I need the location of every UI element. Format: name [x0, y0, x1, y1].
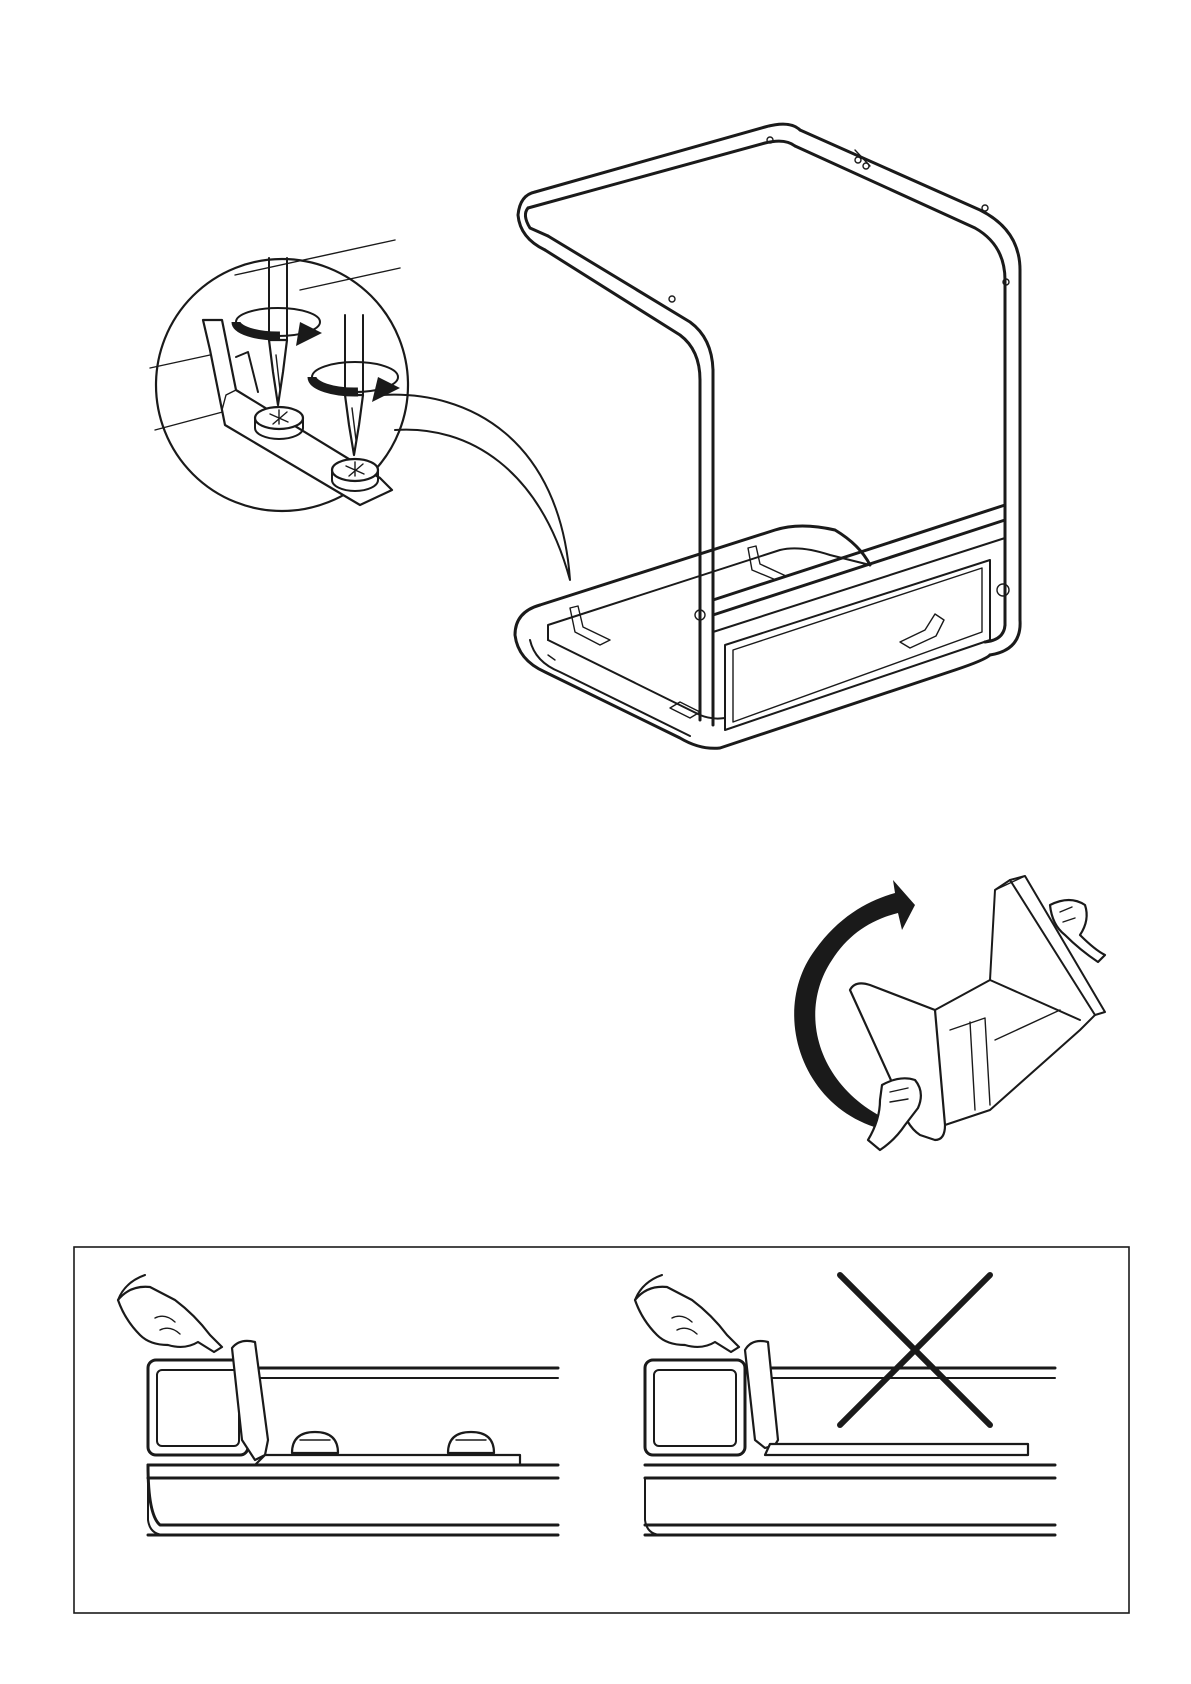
incorrect-example: [635, 1275, 1055, 1535]
pointing-hand-icon: [635, 1275, 739, 1352]
tubular-frame: [515, 124, 1020, 748]
screw-detail-callout: [150, 240, 570, 580]
pointing-hand-icon: [118, 1275, 222, 1352]
callout-pointer: [382, 395, 570, 580]
comparison-frame: [74, 1247, 1129, 1613]
turn-frame-step: [794, 876, 1105, 1150]
correct-example: [118, 1275, 558, 1535]
cross-mark-icon: [840, 1275, 990, 1425]
bracket-comparison-box: [74, 1247, 1129, 1613]
